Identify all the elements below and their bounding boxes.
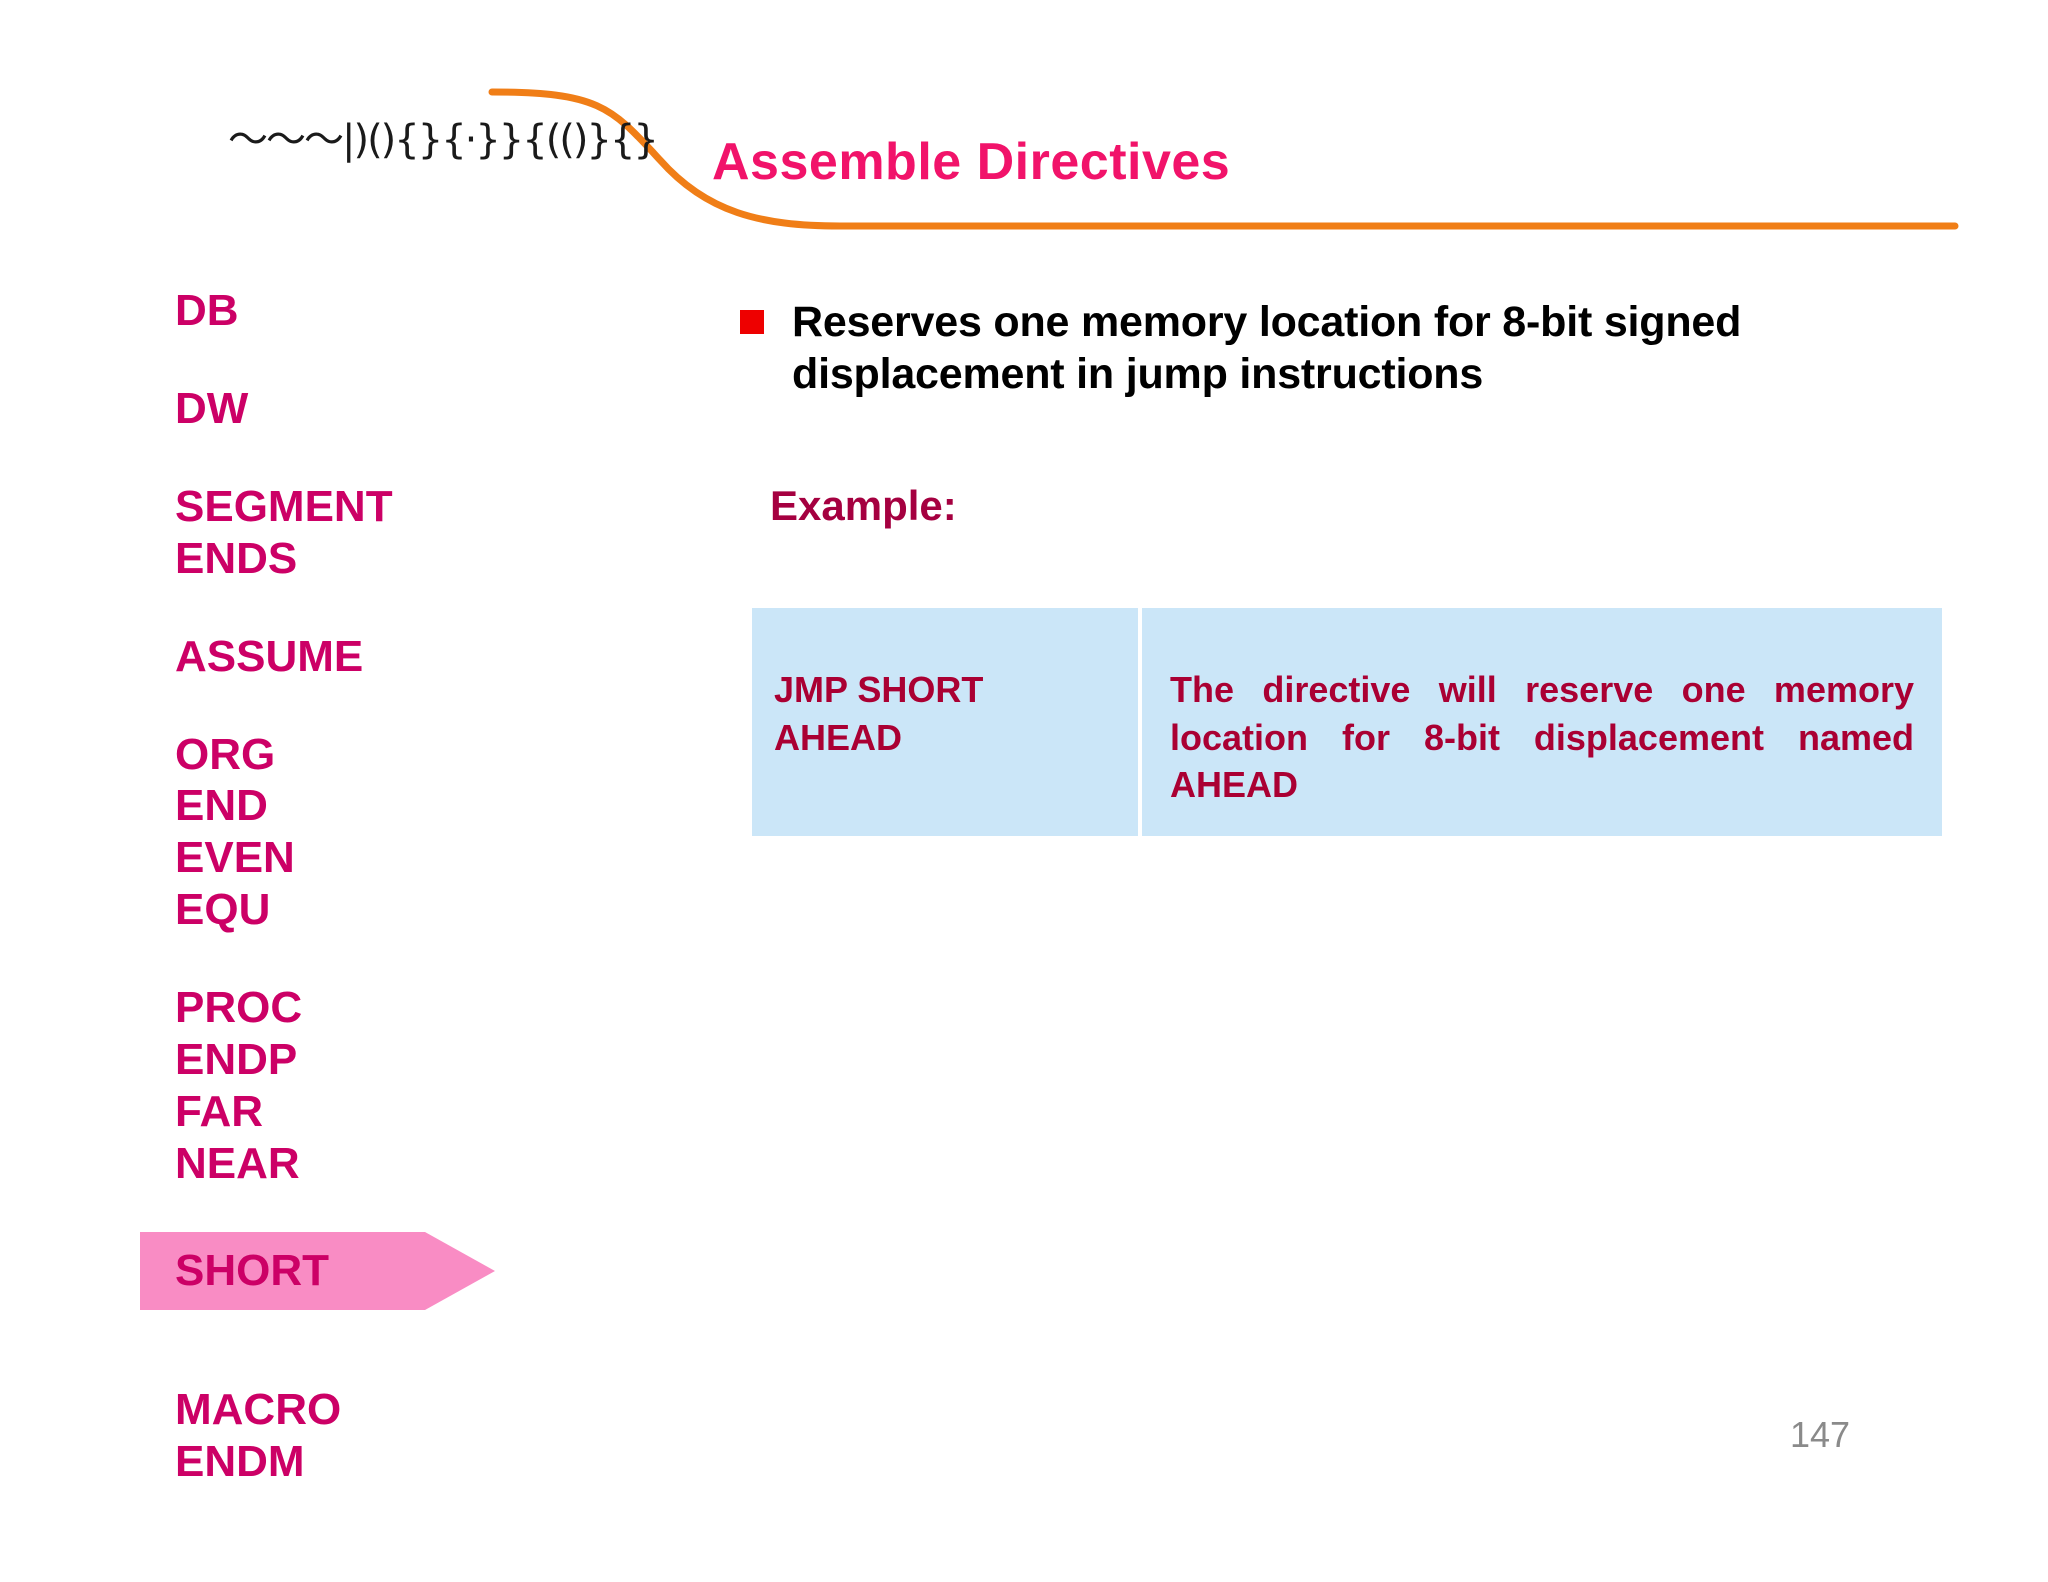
- sidebar-item-dw[interactable]: DW: [175, 383, 249, 433]
- sidebar-item-macro[interactable]: MACRO: [175, 1384, 342, 1434]
- table-column-divider: [1138, 608, 1142, 836]
- sidebar-item-even[interactable]: EVEN: [175, 833, 295, 883]
- bullet-text: Reserves one memory location for 8-bit s…: [792, 298, 1742, 399]
- directive-sidebar: DB DW SEGMENT ENDS ASSUME ORG END EVEN E…: [175, 285, 505, 1534]
- sidebar-item-near[interactable]: NEAR: [175, 1138, 300, 1188]
- sidebar-group: PROC ENDP FAR NEAR: [175, 982, 505, 1190]
- sidebar-group: ASSUME: [175, 631, 505, 683]
- sidebar-item-ends[interactable]: ENDS: [175, 533, 298, 583]
- sidebar-group: MACRO ENDM: [175, 1384, 505, 1488]
- sidebar-group: ORG END EVEN EQU: [175, 729, 505, 937]
- page-title: Assemble Directives: [712, 133, 1231, 191]
- sidebar-item-end[interactable]: END: [175, 781, 268, 831]
- example-label: Example:: [770, 482, 957, 529]
- sidebar-group: DW: [175, 383, 505, 435]
- example-table: JMP SHORT AHEAD The directive will reser…: [752, 608, 1942, 836]
- arrow-banner-shape: [140, 1232, 495, 1310]
- table-cell-description: The directive will reserve one memory lo…: [1142, 608, 1942, 836]
- sidebar-item-short-label: SHORT: [175, 1246, 329, 1295]
- sidebar-item-far[interactable]: FAR: [175, 1086, 263, 1136]
- sidebar-item-proc[interactable]: PROC: [175, 983, 303, 1033]
- table-cell-directive-text: JMP SHORT AHEAD: [774, 669, 984, 758]
- sidebar-item-short-highlight[interactable]: SHORT: [140, 1232, 495, 1310]
- square-bullet-icon: [740, 310, 764, 334]
- sidebar-group: DB: [175, 285, 505, 337]
- sidebar-item-equ[interactable]: EQU: [175, 885, 271, 935]
- sidebar-item-segment[interactable]: SEGMENT: [175, 481, 393, 531]
- sidebar-group: SEGMENT ENDS: [175, 481, 505, 585]
- page-number: 147: [1790, 1414, 1851, 1455]
- table-cell-description-text: The directive will reserve one memory lo…: [1170, 669, 1914, 806]
- sidebar-item-endp[interactable]: ENDP: [175, 1035, 298, 1085]
- bullet-item: Reserves one memory location for 8-bit s…: [740, 296, 1870, 401]
- sidebar-item-org[interactable]: ORG: [175, 729, 276, 779]
- sidebar-item-endm[interactable]: ENDM: [175, 1436, 305, 1486]
- sidebar-item-db[interactable]: DB: [175, 286, 239, 335]
- logo-wordmark: 〜〜〜|)(){}{·}}{(()}{}: [228, 117, 659, 163]
- sidebar-item-assume[interactable]: ASSUME: [175, 631, 364, 681]
- table-cell-directive: JMP SHORT AHEAD: [752, 608, 1138, 836]
